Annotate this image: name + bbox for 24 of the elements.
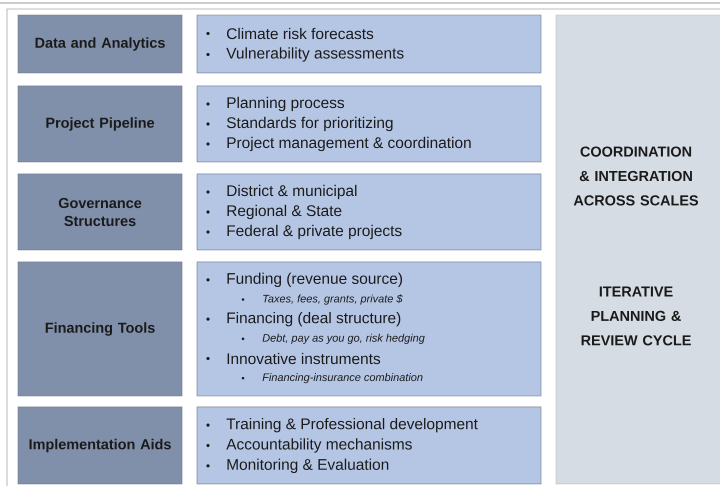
bullet-item: Project management & coordination xyxy=(206,136,471,152)
bullet-item: Standards for prioritizing xyxy=(206,116,393,132)
panel-heading: ITERATIVE PLANNING & REVIEW CYCLE xyxy=(582,286,691,346)
bullet-item: Financing (deal structure) xyxy=(206,312,400,326)
panel-heading: COORDINATION & INTEGRATION ACROSS SCALES xyxy=(574,146,698,206)
bullet-item: Funding (revenue source) xyxy=(206,272,402,288)
bullet-item: Training & Professional development xyxy=(206,418,478,432)
category-box: Implementation Aids xyxy=(18,406,182,484)
bullet-item: Regional & State xyxy=(206,204,342,220)
bullet-item: District & municipal xyxy=(206,184,356,200)
bullet-item: Monitoring & Evaluation xyxy=(206,458,388,474)
category-box: Data and Analytics xyxy=(18,14,182,74)
bullet-item: Climate risk forecasts xyxy=(206,28,374,40)
category-box: Governance Structures xyxy=(18,174,182,250)
bullet-item: Taxes, fees, grants, private $ xyxy=(242,294,403,305)
bullet-item: Vulnerability assessments xyxy=(206,47,404,62)
bullet-item: Federal & private projects xyxy=(206,224,402,240)
category-box: Financing Tools xyxy=(18,262,182,396)
bullet-item: Planning process xyxy=(206,96,344,112)
category-box: Project Pipeline xyxy=(18,86,182,162)
bullet-item: Financing-insurance combination xyxy=(242,373,422,384)
bullet-item: Innovative instruments xyxy=(206,352,380,364)
bullet-item: Debt, pay as you go, risk hedging xyxy=(242,334,425,344)
bullet-item: Accountability mechanisms xyxy=(206,438,412,453)
